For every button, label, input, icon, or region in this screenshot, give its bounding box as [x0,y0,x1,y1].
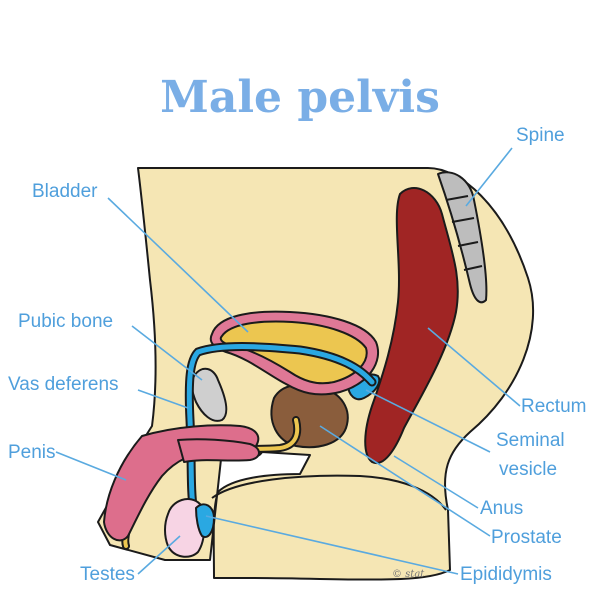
leg-outline [211,474,447,511]
spine [437,171,488,304]
rectum [364,187,459,465]
label-bladder: Bladder [32,181,98,202]
epididymis-shape [195,503,215,538]
label-anus: Anus [480,498,524,519]
diagram-title: Male pelvis [160,72,440,123]
penis-shaft [177,438,260,463]
spine-vertebra-line [445,195,469,201]
leader-line-testes [137,535,181,575]
label-testes: Testes [80,564,135,585]
leader-line-bladder [107,197,249,333]
leader-line-penis [55,451,127,481]
testis [164,498,206,558]
leader-line-anus [393,455,479,509]
leader-line-spine [465,147,513,207]
label-rectum: Rectum [521,396,587,417]
spine-vertebra-line [457,241,479,247]
leader-line-epididymis [205,515,459,575]
label-epididymis: Epididymis [460,564,552,585]
label-spine: Spine [516,125,565,146]
label-seminal-vesicle-line1: Seminal [496,430,565,451]
label-prostate: Prostate [491,527,562,548]
label-vas-deferens: Vas deferens [8,374,119,395]
spine-vertebra-line [451,217,475,223]
label-seminal-vesicle-line2: vesicle [499,459,558,480]
label-penis: Penis [8,442,56,463]
credit-watermark: © stat [392,569,425,580]
leader-lines [55,147,521,575]
leader-line-pubic-bone [131,325,203,381]
label-pubic-bone: Pubic bone [18,311,114,332]
spine-vertebra-line [463,265,483,271]
leader-line-prostate [319,425,491,537]
leader-line-vas-deferens [137,389,189,409]
leader-line-seminal-vesicle [365,389,491,453]
leader-line-rectum [427,327,521,407]
